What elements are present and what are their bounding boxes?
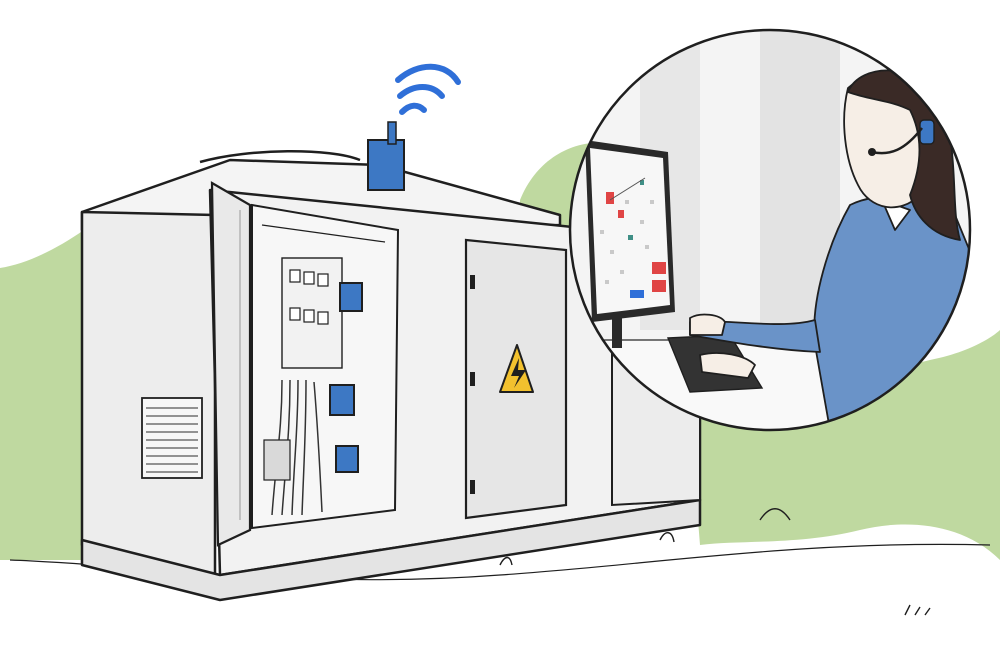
operator-hand-right — [699, 352, 756, 379]
headset-icon — [868, 119, 935, 156]
blue-module-2 — [329, 384, 355, 416]
monitor — [585, 140, 675, 348]
roof-hatch — [199, 149, 361, 164]
high-voltage-warning-icon — [499, 344, 534, 393]
cabinet-door-open — [210, 181, 252, 547]
monitor-map — [600, 177, 666, 298]
generator-base — [80, 498, 702, 602]
blue-module-1 — [339, 282, 363, 312]
telemetry-transmitter — [367, 121, 405, 191]
blue-module-3 — [335, 445, 359, 473]
wifi-signal-icon — [395, 63, 461, 115]
grass-tufts — [499, 508, 931, 616]
side-vent-grille — [141, 397, 203, 479]
generator-side-panel — [80, 210, 217, 577]
grass-right — [690, 330, 1000, 560]
inset-border — [568, 28, 972, 432]
operator-hand-left — [689, 313, 726, 336]
control-cabinet-interior — [251, 203, 400, 530]
